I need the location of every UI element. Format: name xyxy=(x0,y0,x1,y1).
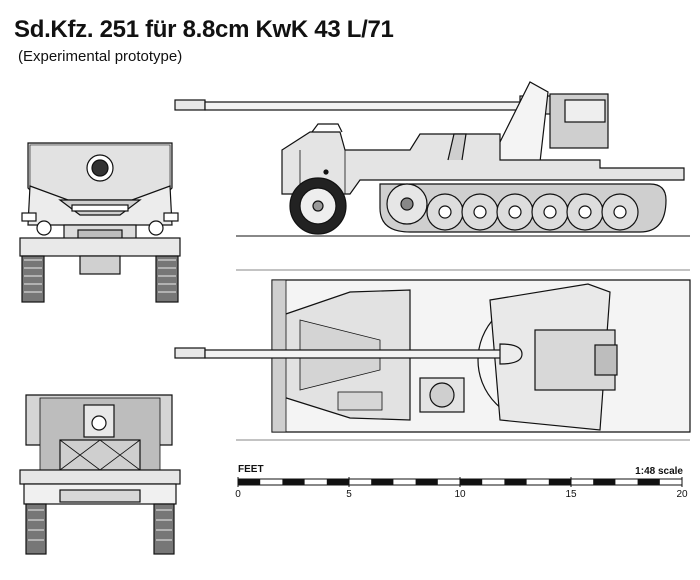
scale-segment xyxy=(593,479,616,485)
scale-tick-label: 0 xyxy=(235,489,241,500)
scale-segment xyxy=(371,479,394,485)
scale-segment xyxy=(282,479,305,485)
scale-bar: FEET 1:48 scale 0 5 10 15 20 xyxy=(235,464,688,500)
scale-tick-label: 5 xyxy=(346,489,352,500)
front-view xyxy=(19,142,181,303)
scale-segments xyxy=(237,477,683,487)
scale-unit-label: FEET xyxy=(238,464,264,475)
scale-tick-label: 15 xyxy=(565,489,577,500)
scale-tick-label: 20 xyxy=(676,489,688,500)
scale-segment xyxy=(637,479,660,485)
scale-tick-label: 10 xyxy=(454,489,466,500)
rear-view xyxy=(19,394,181,555)
scale-segment xyxy=(326,479,349,485)
scale-ratio-label: 1:48 scale xyxy=(635,466,683,477)
scale-segment xyxy=(504,479,527,485)
scale-segment xyxy=(548,479,571,485)
scale-segment xyxy=(238,479,261,485)
scale-segment xyxy=(460,479,483,485)
side-view xyxy=(174,81,690,237)
scale-segment xyxy=(415,479,438,485)
top-view xyxy=(174,269,691,441)
drawing-subtitle: (Experimental prototype) xyxy=(18,48,183,65)
drawing-title: Sd.Kfz. 251 für 8.8cm KwK 43 L/71 xyxy=(14,16,394,43)
